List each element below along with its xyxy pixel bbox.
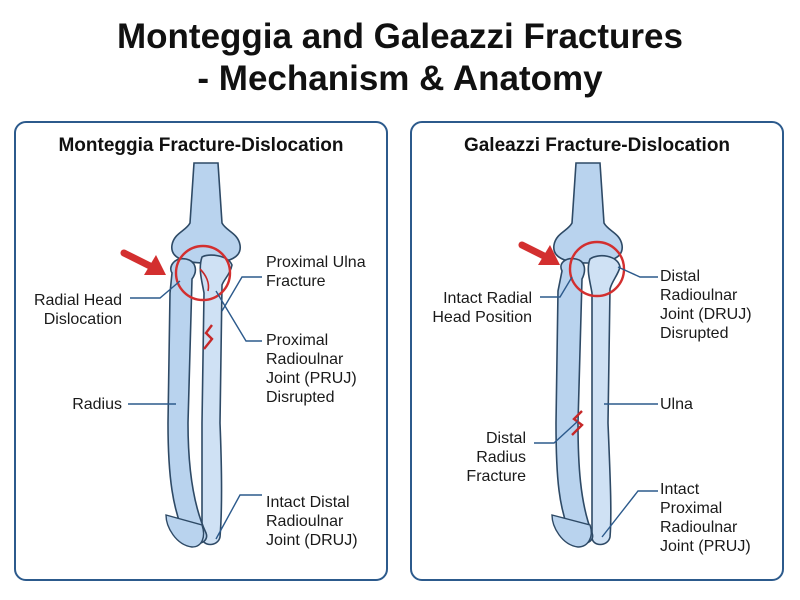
leader-lines [534,266,658,538]
label-distal-radius-fracture: Distal Radius Fracture [466,430,526,485]
radius-fracture-line [571,410,584,436]
label-intact-radial-head-position: Intact Radial Head Position [432,290,532,326]
force-arrow-icon [518,241,560,265]
galeazzi-panel-title: Galeazzi Fracture-Dislocation [463,135,731,156]
humerus-bone [553,162,623,264]
galeazzi-diagram [518,162,658,548]
force-arrow-icon [120,249,166,275]
main-title-line-2: - Mechanism & Anatomy [197,59,603,98]
label-intact-pruj: Intact Proximal Radioulnar Joint (PRUJ) [660,481,751,555]
ulna-bone [587,254,621,546]
label-proximal-ulna-fracture: Proximal Ulna Fracture [266,254,366,290]
label-druj-disrupted: Distal Radioulnar Joint (DRUJ) Disrupted [660,268,752,342]
monteggia-diagram [120,162,262,548]
ulna-fracture-line [203,324,214,350]
label-ulna: Ulna [660,396,693,413]
label-intact-druj: Intact Distal Radioulnar Joint (DRUJ) [266,494,358,549]
radius-bone [555,257,594,545]
main-title-line-1: Monteggia and Galeazzi Fractures [117,17,683,56]
ulna-bone [199,254,233,546]
leader-lines [128,276,262,540]
humerus-bone [171,162,241,264]
monteggia-panel: Monteggia Fracture-Dislocation Radial He… [14,121,388,581]
radius-bone [167,257,208,545]
label-radius: Radius [72,396,122,413]
pruj-highlight-circle [174,244,232,302]
label-radial-head-dislocation: Radial Head Dislocation [33,292,122,328]
monteggia-panel-title: Monteggia Fracture-Dislocation [58,135,344,156]
galeazzi-panel: Galeazzi Fracture-Dislocation Intact Rad… [410,121,784,581]
label-pruj-disrupted: Proximal Radioulnar Joint (PRUJ) Disrupt… [266,332,357,406]
